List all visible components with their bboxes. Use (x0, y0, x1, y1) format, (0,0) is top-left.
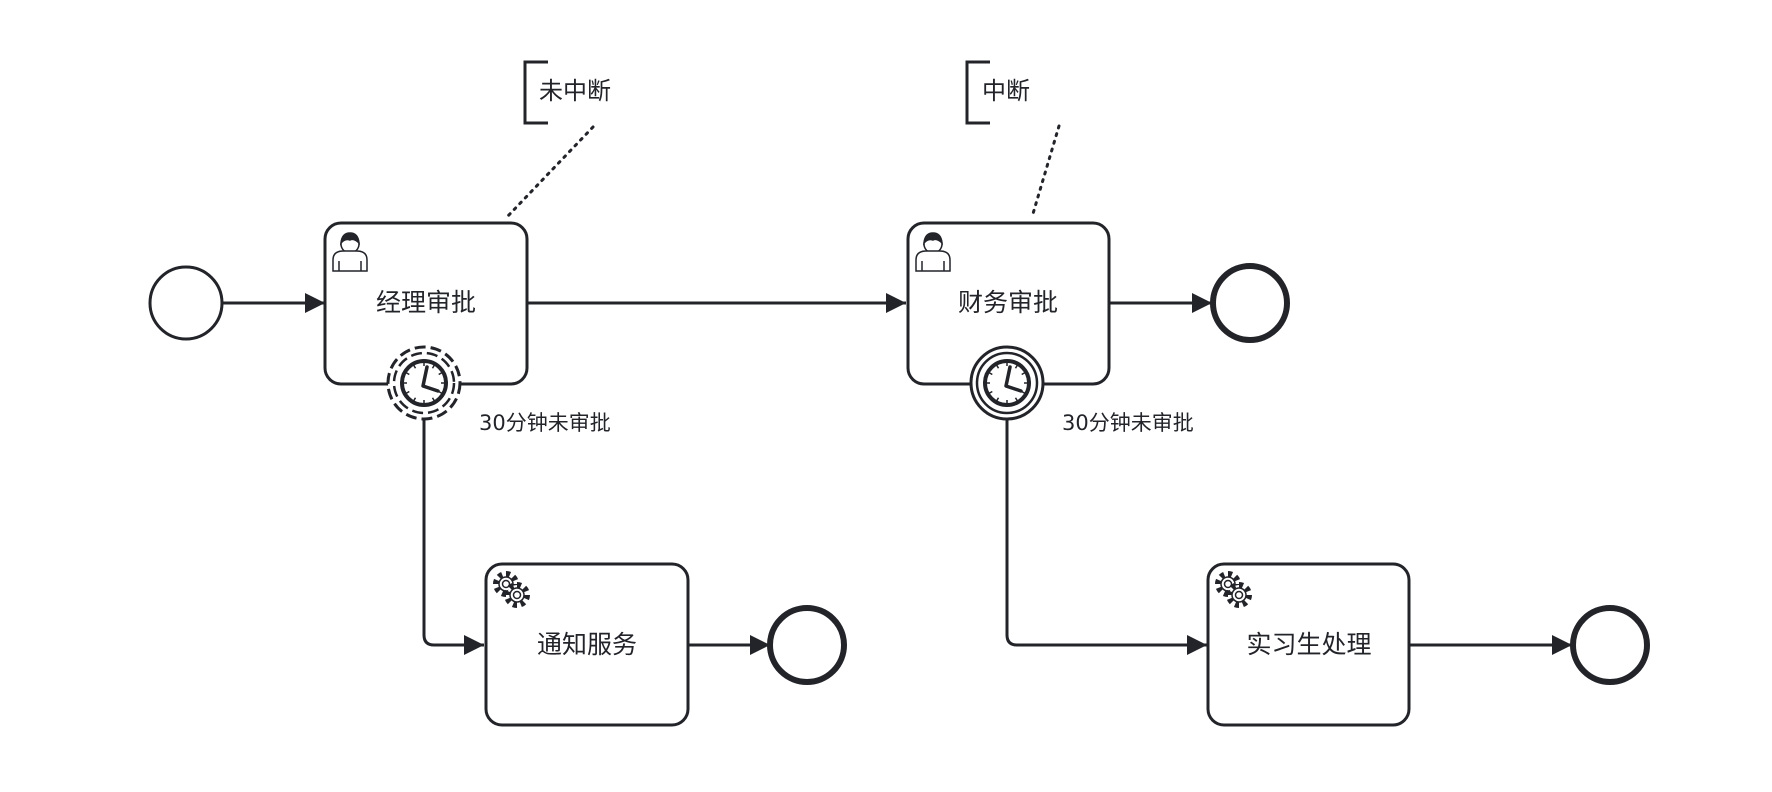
user-task-manager-approval[interactable]: 经理审批 (323, 221, 529, 386)
annotation-bracket (523, 60, 548, 125)
timer-inner-ring (975, 351, 1039, 415)
flow-manager-timer-to-notify-service[interactable] (422, 419, 484, 655)
boundary-timer-non-interrupting[interactable] (386, 345, 462, 421)
boundary-timer-interrupting[interactable] (969, 345, 1045, 421)
sequence-flows (223, 293, 1572, 655)
task-label: 通知服务 (537, 630, 637, 659)
task-label: 经理审批 (376, 288, 476, 317)
gear-icon (1215, 571, 1252, 608)
association-non-interrupting (505, 125, 595, 219)
clock-icon (983, 359, 1031, 407)
end-event-notify[interactable] (767, 605, 847, 685)
text-annotation-interrupting[interactable]: 中断 (965, 60, 1030, 125)
text-annotation-non-interrupting[interactable]: 未中断 (523, 60, 611, 125)
gear-icon (493, 571, 530, 608)
user-task-finance-approval[interactable]: 财务审批 (906, 221, 1111, 386)
start-event[interactable] (148, 265, 224, 341)
timer-inner-ring (392, 351, 456, 415)
user-icon (332, 232, 368, 272)
service-task-notify-service[interactable]: 通知服务 (484, 562, 690, 727)
flow-finance-timer-to-intern-process[interactable] (1005, 419, 1207, 655)
end-event-intern[interactable] (1570, 605, 1650, 685)
annotation-bracket (965, 60, 990, 125)
task-box (484, 562, 690, 727)
task-label: 实习生处理 (1246, 630, 1371, 659)
annotation-text: 未中断 (539, 77, 611, 105)
timer-label-finance: 30分钟未审批 (1062, 411, 1194, 435)
task-box (1206, 562, 1411, 727)
association-interrupting (1030, 124, 1061, 219)
annotation-text: 中断 (982, 77, 1030, 105)
service-task-intern-process[interactable]: 实习生处理 (1206, 562, 1411, 727)
end-event-main[interactable] (1210, 263, 1290, 343)
associations (505, 124, 1061, 219)
user-icon (915, 232, 951, 272)
timer-label-manager: 30分钟未审批 (479, 411, 611, 435)
task-label: 财务审批 (958, 288, 1058, 317)
clock-icon (400, 359, 448, 407)
